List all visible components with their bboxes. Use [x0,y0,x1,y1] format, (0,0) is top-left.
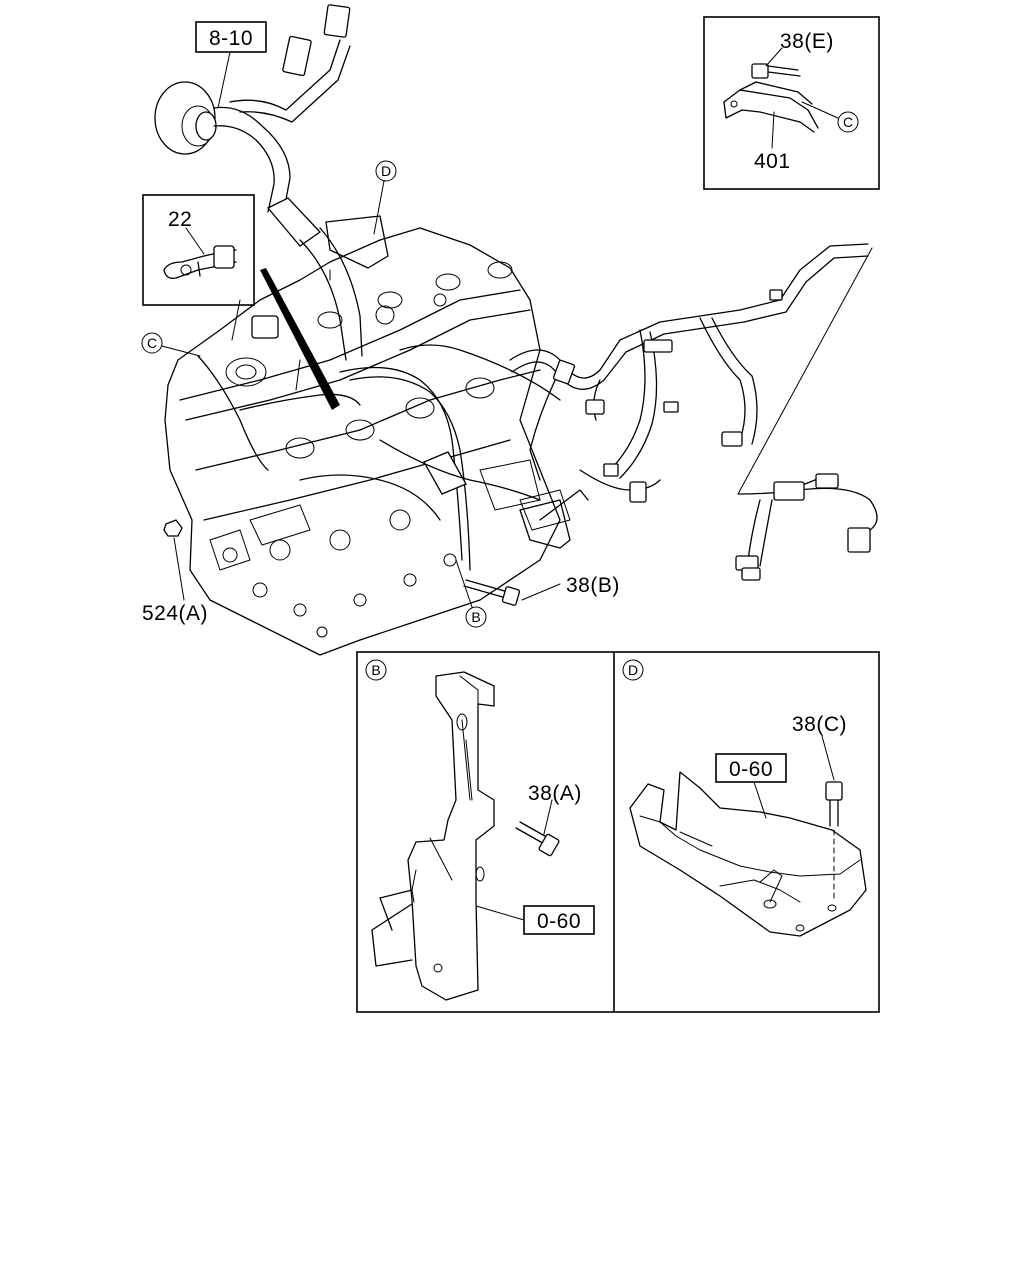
panel-d: D 38(C) 0-60 [622,659,867,937]
inset-box-22 [142,194,255,306]
inset-box-401 [703,16,880,190]
ref-box-0-60-b [523,905,595,935]
label-38b: 38(B) [566,574,620,597]
harness-upper [154,4,363,361]
label-524a: 524(A) [142,602,208,625]
callout-d-letter: D [381,163,391,179]
leader-0-60-d [753,781,767,819]
inset-bracket-401: 38(E) C 401 [703,16,880,190]
panel-b-letter: B [371,662,380,678]
harness-right [509,243,878,581]
bracket-d-on-engine [325,215,389,269]
label-38c: 38(C) [792,713,847,736]
engine-block [164,227,571,656]
label-0-60-d: 0-60 [729,758,773,781]
label-38a: 38(A) [528,782,582,805]
panel-d-letter: D [628,662,638,678]
leader-401 [771,111,775,149]
panel-b-callout [365,659,387,681]
panel-b: B 38(A) 0-60 [365,659,595,1001]
inset-clip-22: 22 [142,194,255,306]
leader-38a [543,799,553,835]
leader-22 [185,227,205,255]
bracket-401-drawing [723,63,819,133]
label-38e: 38(E) [780,30,834,53]
bracket-b-drawing [371,671,495,1001]
callout-c-inset [837,111,859,133]
clip-22-drawing [163,245,237,279]
panel-d-callout [622,659,644,681]
bolt-38b [463,579,561,606]
bolt-38c-drawing [825,781,843,901]
label-8-10: 8-10 [209,27,253,50]
label-0-60-b: 0-60 [537,910,581,933]
leader-c-inset [801,101,839,119]
zoom-pointer [260,268,340,410]
callout-b [465,606,487,628]
ref-box-0-60-d [715,753,787,783]
nut-524a [163,519,185,601]
leader-38e [765,47,783,67]
leader-0-60-b [475,905,525,921]
bolt-38a-drawing [515,821,560,857]
callout-b-letter: B [471,609,480,625]
callout-c-letter: C [147,335,157,351]
detail-panels-frame [356,651,880,1013]
ref-box-8-10 [195,21,267,53]
bracket-d-drawing [629,771,867,937]
label-22: 22 [168,208,192,231]
leader-8-10 [217,51,231,109]
callout-c [141,332,163,354]
leader-38c [821,735,835,781]
callout-c-inset-letter: C [843,114,853,130]
label-401: 401 [754,150,791,173]
callout-d [375,160,397,182]
